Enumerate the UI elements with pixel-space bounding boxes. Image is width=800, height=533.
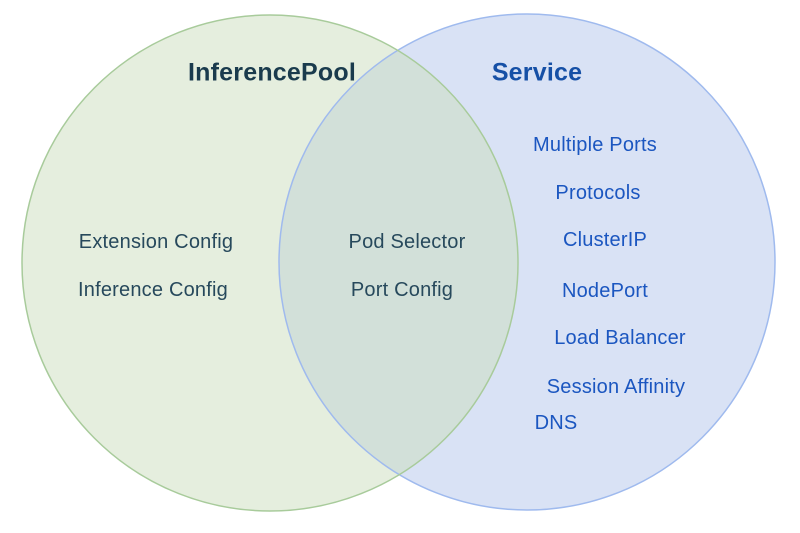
load-balancer-label: Load Balancer: [554, 327, 686, 349]
extension-config-label: Extension Config: [78, 231, 234, 253]
port-config-label: Port Config: [350, 279, 454, 301]
inferencepool-circle-border: [21, 14, 519, 512]
service-title: Service: [491, 58, 583, 87]
protocols-label: Protocols: [555, 182, 641, 204]
multiple-ports-label: Multiple Ports: [533, 134, 657, 156]
inferencepool-circle: [22, 15, 518, 511]
nodeport-label: NodePort: [561, 280, 649, 302]
pod-selector-label: Pod Selector: [348, 231, 466, 253]
dns-label: DNS: [534, 412, 578, 434]
service-circle-border: [278, 13, 776, 511]
session-affinity-label: Session Affinity: [546, 376, 686, 398]
clusterip-label: ClusterIP: [562, 229, 648, 251]
inferencepool-title: InferencePool: [188, 58, 356, 87]
inference-config-label: Inference Config: [78, 279, 228, 301]
